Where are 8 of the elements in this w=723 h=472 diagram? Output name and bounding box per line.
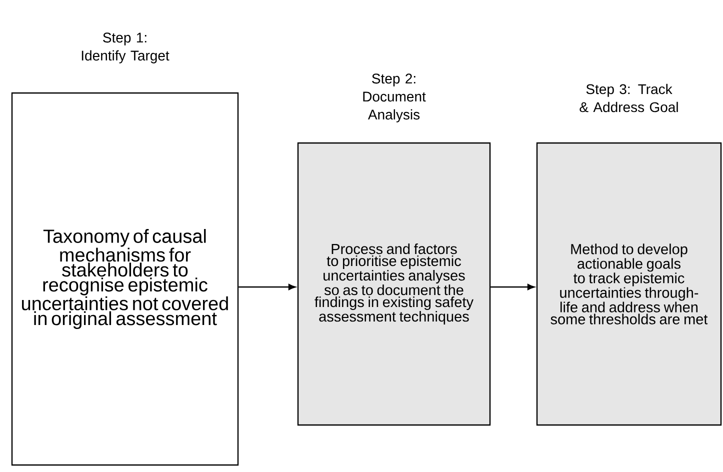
process-box: Process and factors to prioritise epistemic uncertainties analyses so as to document the findings in existing safety assessment techniques (297, 142, 491, 426)
arrow (490, 284, 535, 290)
arrow (238, 284, 296, 290)
step-heading: Step 2: Document Analysis (363, 74, 426, 122)
step-heading: Step 3: Track & Address Goal (580, 84, 678, 112)
process-box: Taxonomy of causal mechanisms for stakeholders to recognise epistemic uncertainties not covered in original assessment (11, 92, 239, 466)
step-heading: Step 1: Identify Target (82, 32, 170, 64)
process-box: Method to develop actionable goals to track epistemic uncertainties through-life and address when some thresholds are met (536, 142, 722, 426)
